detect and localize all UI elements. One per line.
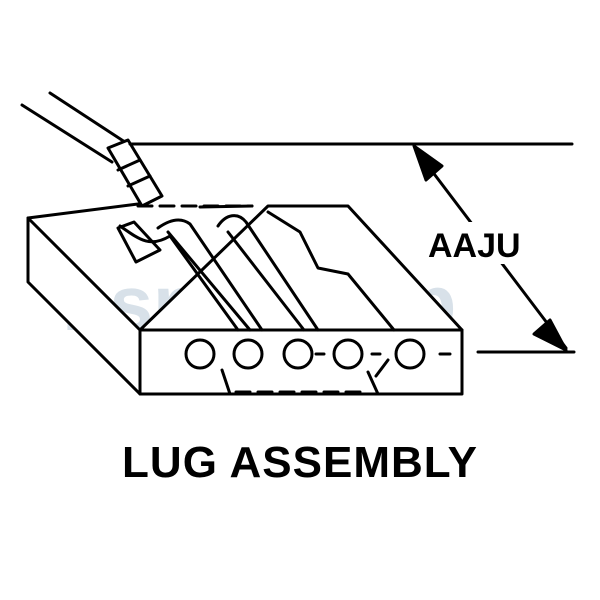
dimension-label: AAJU — [428, 227, 521, 265]
dimension-aaju: AAJU — [128, 142, 576, 354]
diagram-title: LUG ASSEMBLY — [122, 438, 478, 487]
contact-holes — [184, 338, 452, 396]
cable — [20, 91, 164, 208]
wire-slots — [116, 210, 396, 332]
